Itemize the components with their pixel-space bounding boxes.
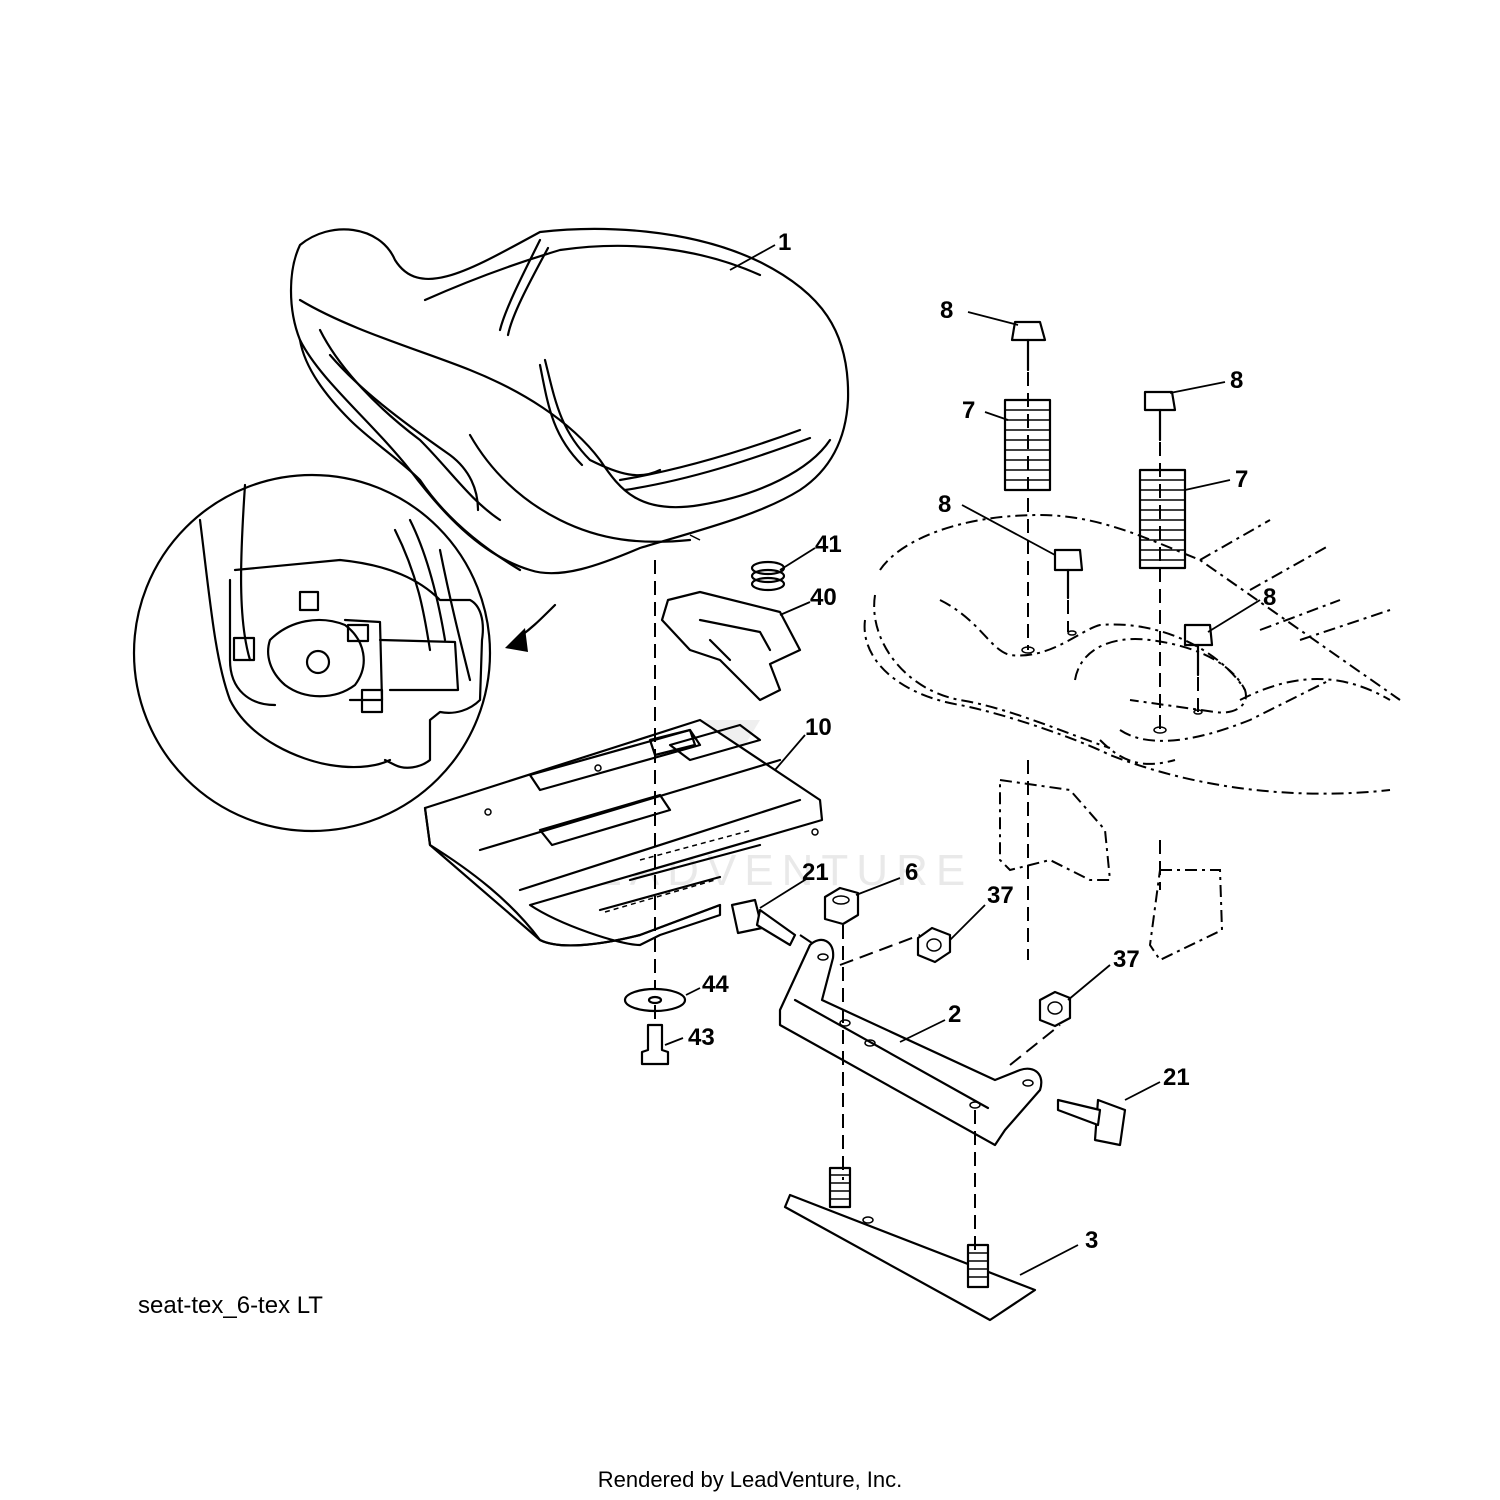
callout-44: 44 xyxy=(702,971,729,998)
bolt-8-parts xyxy=(1010,320,1214,677)
seat-pan-part xyxy=(423,718,824,947)
leader-lines xyxy=(664,244,1261,1276)
callout-37b: 37 xyxy=(1113,946,1140,973)
callout-21a: 21 xyxy=(802,859,829,886)
detail-inset xyxy=(132,473,557,833)
latch-bracket-part xyxy=(660,590,802,702)
bolt-21a-part xyxy=(730,898,797,947)
callout-41: 41 xyxy=(815,531,842,558)
footer-credit: Rendered by LeadVenture, Inc. xyxy=(598,1467,903,1492)
callout-43: 43 xyxy=(688,1024,715,1051)
alignment-lines xyxy=(654,372,1199,1250)
nut-6-part xyxy=(823,886,860,926)
nut-37b-part xyxy=(1038,990,1072,1028)
callout-8d: 8 xyxy=(1263,584,1276,611)
callout-2: 2 xyxy=(948,1001,961,1028)
callout-21b: 21 xyxy=(1163,1064,1190,1091)
callouts: 1 8 8 7 7 8 41 40 8 10 21 6 37 37 2 44 4… xyxy=(688,229,1276,1254)
small-spring-part xyxy=(750,560,786,592)
callout-6: 6 xyxy=(905,859,918,886)
frame-phantom xyxy=(863,513,1401,962)
callout-3: 3 xyxy=(1085,1227,1098,1254)
callout-37a: 37 xyxy=(987,882,1014,909)
callout-8a: 8 xyxy=(940,297,953,324)
callout-40: 40 xyxy=(810,584,837,611)
callout-7b: 7 xyxy=(1235,466,1248,493)
nut-37a-part xyxy=(916,926,952,964)
bolt-43-part xyxy=(640,1023,670,1066)
spring-7b-part xyxy=(1138,468,1187,570)
callout-10: 10 xyxy=(805,714,832,741)
bolt-21b-part xyxy=(1056,1098,1127,1147)
base-plate-part xyxy=(783,1166,1037,1322)
callout-8c: 8 xyxy=(938,491,951,518)
diagram-caption: seat-tex_6-tex LT xyxy=(138,1292,323,1319)
callout-1: 1 xyxy=(778,229,791,256)
callout-8b: 8 xyxy=(1230,367,1243,394)
seat-part xyxy=(289,227,850,575)
callout-7a: 7 xyxy=(962,397,975,424)
seat-bracket-part xyxy=(778,938,1043,1147)
